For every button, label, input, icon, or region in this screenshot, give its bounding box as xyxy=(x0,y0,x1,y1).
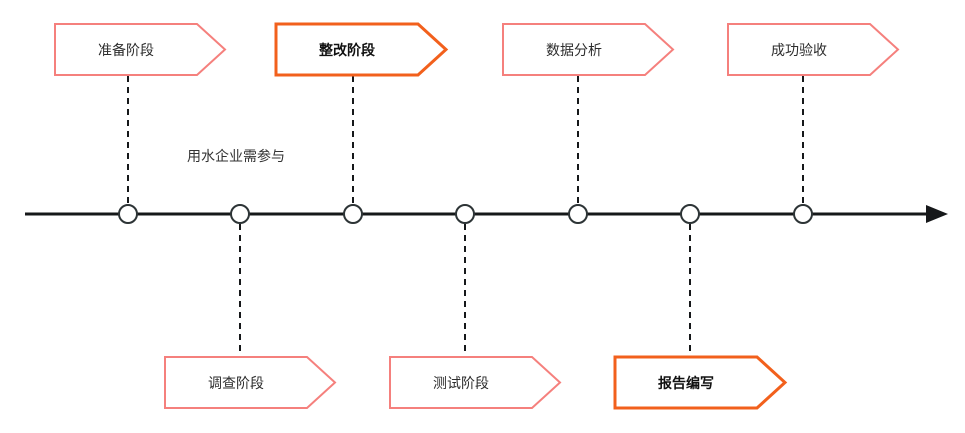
stage-shape xyxy=(502,23,675,76)
stage-label: 调查阶段 xyxy=(208,375,264,391)
stage-shape xyxy=(164,356,337,409)
stage-label: 成功验收 xyxy=(771,42,827,58)
stage-survey[interactable]: 调查阶段 xyxy=(164,356,337,409)
timeline-node[interactable] xyxy=(230,204,250,224)
timeline-node[interactable] xyxy=(793,204,813,224)
timeline-arrowhead-icon xyxy=(926,205,948,223)
stage-report[interactable]: 报告编写 xyxy=(613,355,788,410)
timeline-node[interactable] xyxy=(568,204,588,224)
stage-shape xyxy=(389,356,562,409)
stage-label: 数据分析 xyxy=(546,42,602,58)
timeline-node[interactable] xyxy=(118,204,138,224)
stage-shape xyxy=(274,22,449,77)
timeline-node[interactable] xyxy=(680,204,700,224)
stage-shape xyxy=(727,23,900,76)
stage-shape xyxy=(613,355,788,410)
stage-data-analysis[interactable]: 数据分析 xyxy=(502,23,675,76)
timeline-node[interactable] xyxy=(455,204,475,224)
stage-label: 整改阶段 xyxy=(318,42,375,58)
stage-prepare[interactable]: 准备阶段 xyxy=(54,23,227,76)
stage-test[interactable]: 测试阶段 xyxy=(389,356,562,409)
stage-rectify[interactable]: 整改阶段 xyxy=(274,22,449,77)
stage-label: 准备阶段 xyxy=(98,42,154,58)
annotation-text: 用水企业需参与 xyxy=(187,148,285,164)
timeline-node[interactable] xyxy=(343,204,363,224)
stage-label: 报告编写 xyxy=(658,375,714,391)
stage-shape xyxy=(54,23,227,76)
stage-acceptance[interactable]: 成功验收 xyxy=(727,23,900,76)
stage-label: 测试阶段 xyxy=(433,375,489,391)
